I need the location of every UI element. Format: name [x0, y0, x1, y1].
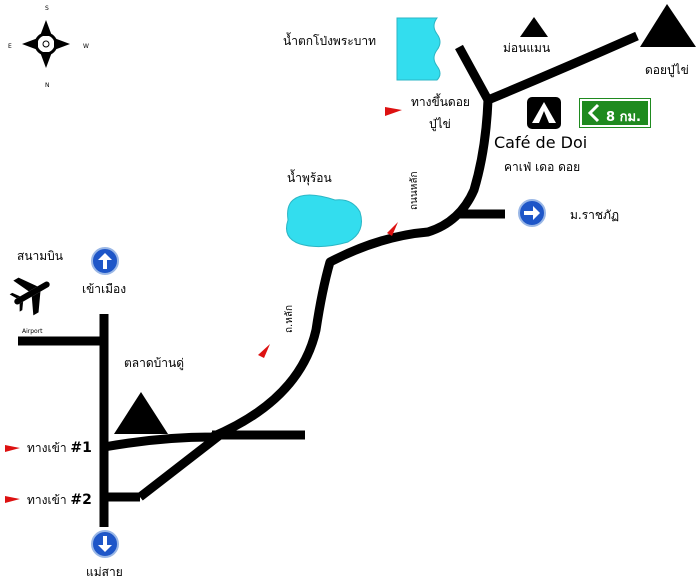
mountain-icon — [520, 17, 548, 37]
marker-flag-icon — [385, 107, 402, 116]
hot-spring-label: น้ำพุร้อน — [287, 171, 332, 185]
connector-road — [137, 431, 223, 501]
compass-north-label: S — [45, 5, 49, 12]
main-road-label-1: ถ.หลัก — [284, 304, 295, 333]
red-markers — [5, 107, 402, 503]
compass-icon — [22, 20, 70, 68]
doi-pu-khai-label: ดอยปู่ไข่ — [645, 63, 689, 77]
entrance1-text: ทางเข้า — [27, 441, 67, 455]
airport-en-label: Airport — [22, 328, 43, 335]
main-road — [103, 99, 493, 452]
university-label: ม.ราชภัฏ — [570, 208, 620, 222]
left-arrow-icon — [587, 103, 600, 123]
road-up-label: ทางขึ้นดอย — [411, 95, 470, 109]
down-direction-sign — [91, 530, 119, 558]
mountain-icon — [640, 4, 696, 47]
arrow-up-icon — [98, 253, 112, 269]
mae-sai-label: แม่สาย — [86, 565, 123, 579]
compass-south-label: N — [45, 82, 50, 89]
marker-flag-icon — [5, 445, 20, 452]
mountain-icon — [114, 392, 168, 434]
airplane-icon — [9, 277, 50, 316]
right-direction-sign — [518, 199, 546, 227]
road-to-doi-pu-khai — [486, 31, 639, 105]
mon-maen-label: ม่อนแมน — [503, 41, 551, 55]
distance-text: 8 กม. — [606, 110, 641, 125]
roads — [18, 31, 639, 527]
entrance2-text: ทางเข้า — [27, 493, 67, 507]
distance-sign: 8 กม. — [579, 98, 651, 128]
marker-flag-icon — [5, 496, 20, 503]
arrow-down-icon — [98, 536, 112, 552]
compass-east-label: W — [83, 43, 89, 50]
cafe-name-en: Café de Doi — [494, 133, 588, 152]
road-to-waterfall — [455, 44, 492, 103]
up-direction-sign — [91, 247, 119, 275]
entrance2-label: ทางเข้า #2 — [27, 493, 92, 507]
entrance1-label: ทางเข้า #1 — [27, 441, 92, 455]
cafe-camp-icon — [527, 97, 561, 129]
arrow-right-icon — [524, 206, 540, 220]
entrance2-number: #2 — [70, 492, 92, 508]
cafe-name-th: คาเฟ่ เดอ ดอย — [504, 160, 581, 174]
road-up-label-2: ปู่ไข่ — [429, 117, 451, 131]
compass-west-label: E — [8, 43, 12, 50]
marker-flag-icon — [387, 222, 398, 236]
waterfall-shape — [396, 17, 441, 81]
hot-spring-pond — [286, 194, 362, 248]
marker-flag-icon — [258, 344, 270, 358]
to-city-label: เข้าเมือง — [82, 282, 127, 296]
entrance1-number: #1 — [70, 440, 92, 456]
waterfall-label: น้ำตกโป่งพระบาท — [283, 34, 376, 48]
main-road-label-2: ถนนหลัก — [409, 171, 420, 210]
market-label: ตลาดบ้านดู่ — [124, 356, 185, 370]
airport-th-label: สนามบิน — [17, 249, 63, 263]
